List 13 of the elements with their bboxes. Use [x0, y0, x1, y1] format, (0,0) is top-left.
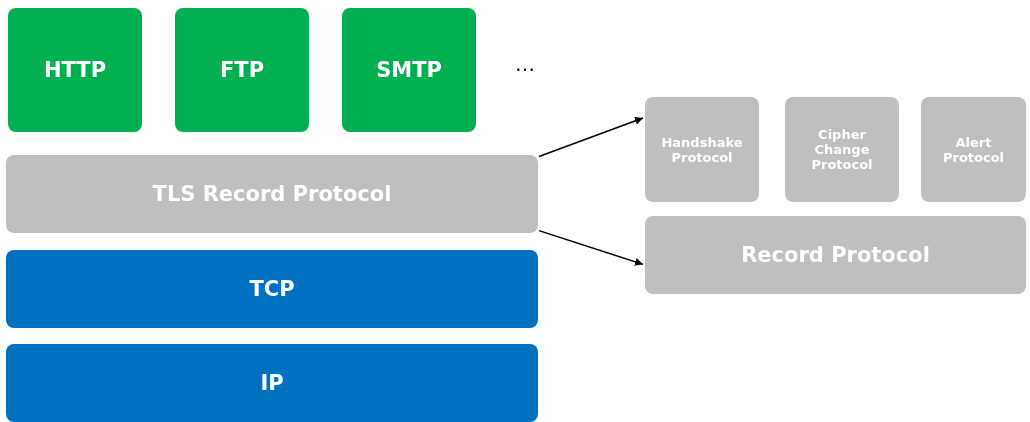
- ellipsis-text: …: [515, 52, 535, 76]
- protocol-box: HTTP: [8, 8, 142, 132]
- layer-bar: TLS Record Protocol: [6, 155, 538, 233]
- layer-bar: Record Protocol: [645, 216, 1026, 294]
- layer-bar: TCP: [6, 250, 538, 328]
- protocol-box: Cipher Change Protocol: [785, 97, 899, 202]
- protocol-box: Handshake Protocol: [645, 97, 759, 202]
- arrow: [538, 229, 644, 266]
- protocol-box: Alert Protocol: [921, 97, 1026, 202]
- protocol-box: SMTP: [342, 8, 476, 132]
- protocol-box: FTP: [175, 8, 309, 132]
- layer-bar: IP: [6, 344, 538, 422]
- arrow: [538, 117, 644, 158]
